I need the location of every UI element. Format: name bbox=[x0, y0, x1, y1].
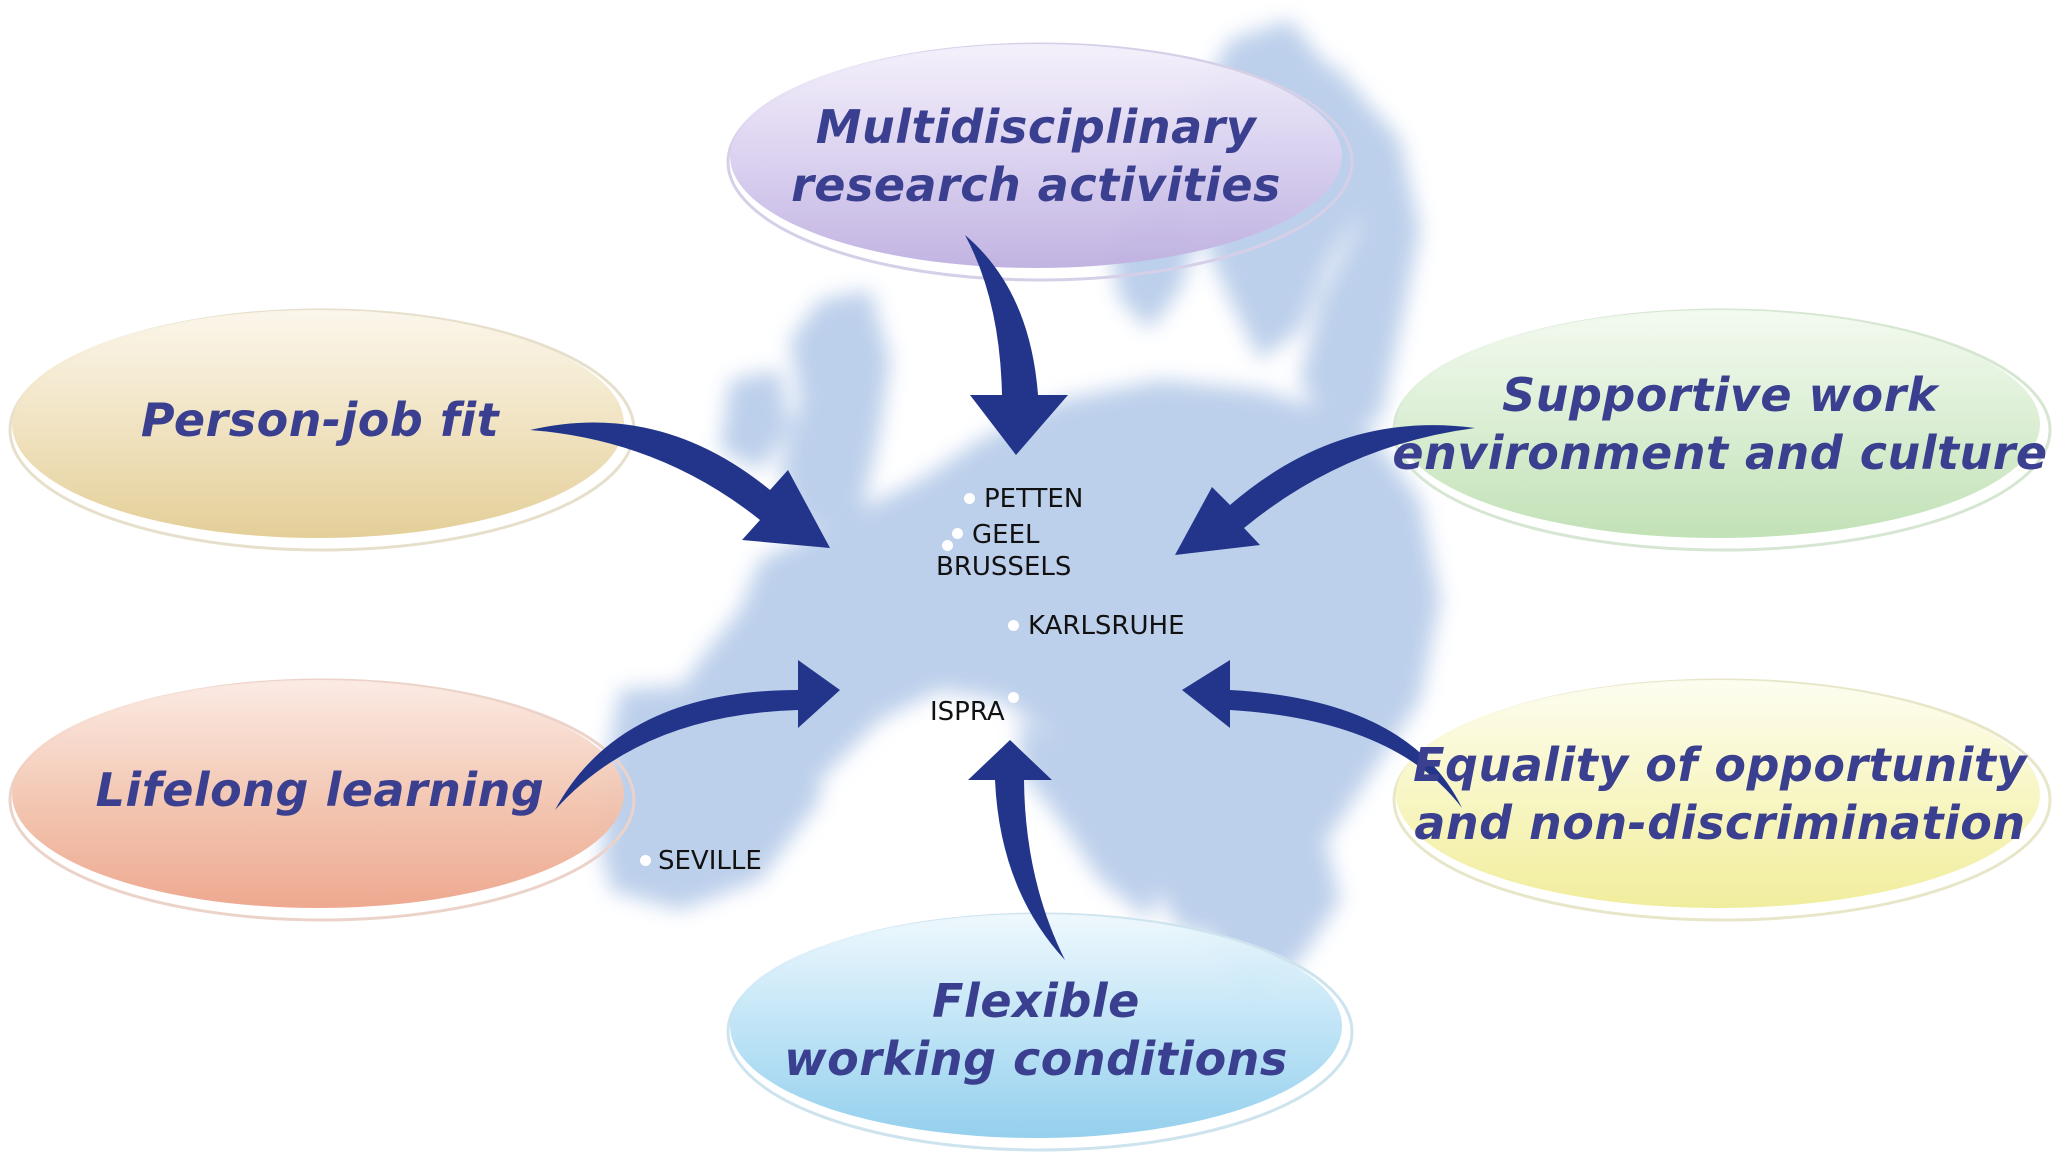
city-label-petten: PETTEN bbox=[984, 484, 1084, 514]
city-dot-ispra bbox=[1008, 692, 1019, 703]
label-multidisciplinary-line2: research activities bbox=[791, 158, 1281, 212]
label-lifelong: Lifelong learning bbox=[30, 750, 610, 830]
label-multidisciplinary: Multidisciplinary research activities bbox=[736, 86, 1336, 226]
label-equality: Equality of opportunity and non-discrimi… bbox=[1400, 724, 2040, 864]
bubble-equality bbox=[1392, 678, 2052, 922]
label-supportive: Supportive work environment and culture bbox=[1392, 354, 2047, 494]
bubble-lifelong bbox=[8, 678, 636, 922]
city-dot-karlsruhe bbox=[1008, 620, 1019, 631]
arrow-from-lifelong bbox=[555, 660, 840, 810]
label-flexible-line1: Flexible bbox=[932, 974, 1140, 1028]
city-dot-petten bbox=[964, 493, 975, 504]
label-equality-line2: and non-discrimination bbox=[1414, 796, 2026, 850]
label-flexible: Flexible working conditions bbox=[736, 960, 1336, 1100]
city-label-brussels: BRUSSELS bbox=[936, 552, 1072, 582]
label-supportive-line1: Supportive work bbox=[1502, 368, 1938, 422]
label-flexible-line2: working conditions bbox=[784, 1032, 1288, 1086]
label-person-job-fit: Person-job fit bbox=[30, 380, 610, 460]
arrow-from-flexible bbox=[968, 740, 1065, 960]
label-supportive-line2: environment and culture bbox=[1392, 426, 2048, 480]
city-label-geel: GEEL bbox=[972, 520, 1040, 550]
arrow-from-equality bbox=[1182, 660, 1462, 808]
label-multidisciplinary-line1: Multidisciplinary bbox=[815, 100, 1257, 154]
arrow-from-supportive bbox=[1175, 425, 1475, 555]
city-dot-seville bbox=[640, 855, 651, 866]
bubble-multidisciplinary bbox=[726, 42, 1354, 282]
city-dot-geel bbox=[952, 528, 963, 539]
arrows bbox=[530, 235, 1475, 960]
city-dot-brussels bbox=[942, 540, 953, 551]
arrow-from-person-job-fit bbox=[530, 422, 830, 548]
city-label-ispra: ISPRA bbox=[930, 697, 1005, 727]
label-lifelong-line1: Lifelong learning bbox=[95, 763, 545, 817]
label-equality-line1: Equality of opportunity bbox=[1413, 738, 2027, 792]
arrow-from-multidisciplinary bbox=[965, 235, 1068, 455]
city-label-karlsruhe: KARLSRUHE bbox=[1028, 611, 1185, 641]
city-label-seville: SEVILLE bbox=[658, 846, 762, 876]
label-person-job-fit-line1: Person-job fit bbox=[140, 393, 500, 447]
